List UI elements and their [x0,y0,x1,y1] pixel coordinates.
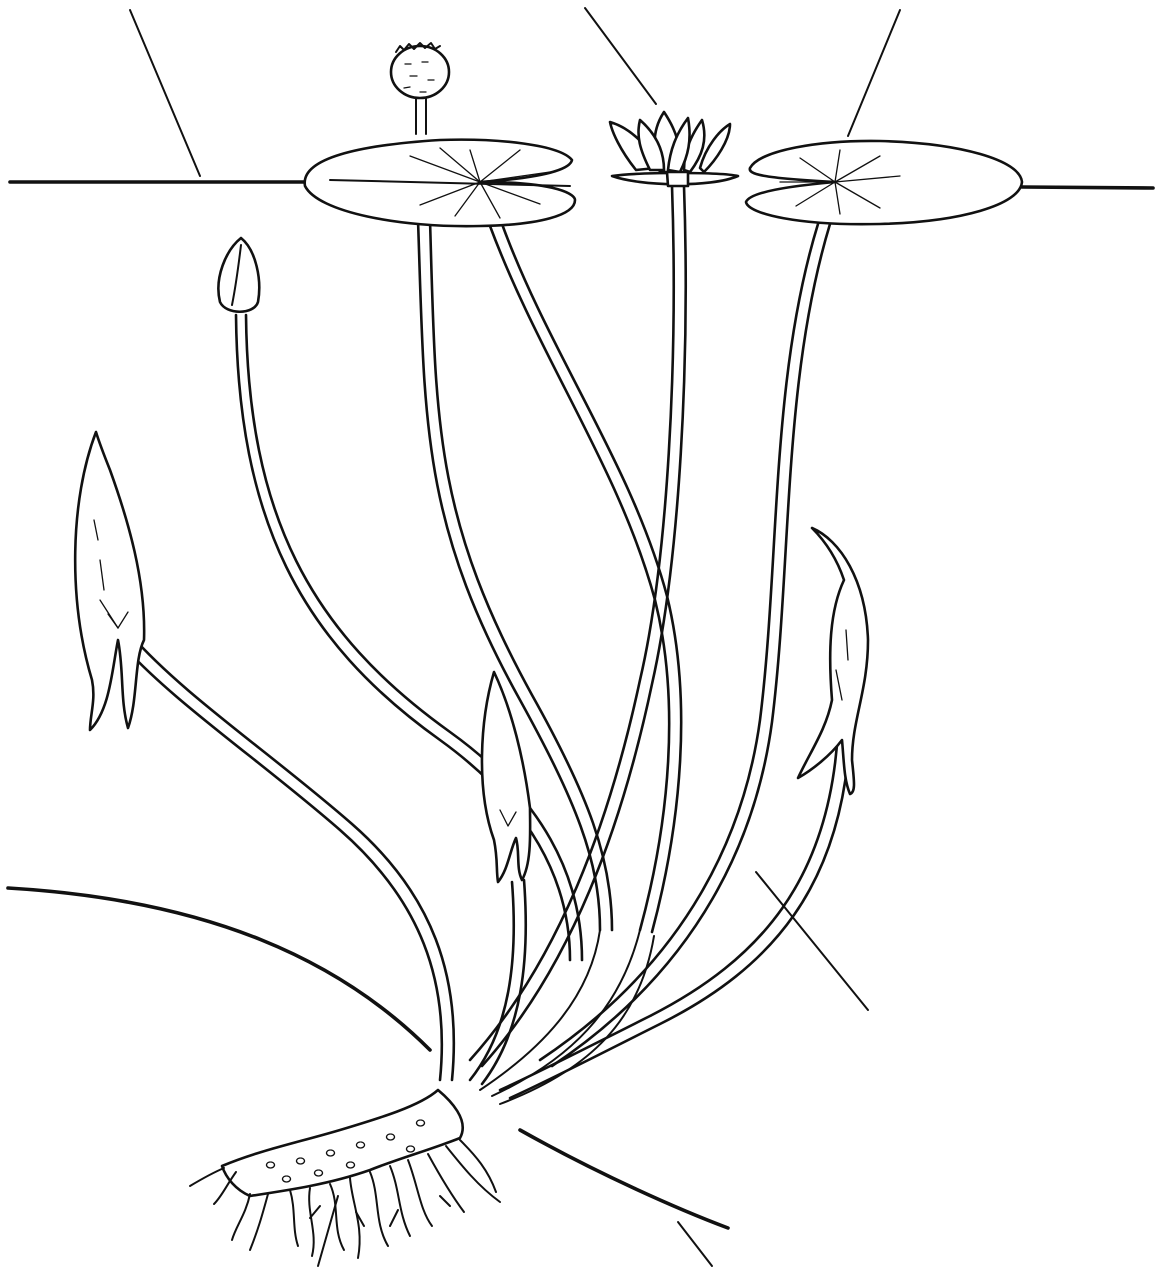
pond-bottom-line [8,888,728,1228]
submerged-leaf-left [75,432,144,730]
leader-line-flower [585,8,656,104]
leader-line-water-surface [130,10,200,176]
floating-leaf-left [305,140,575,227]
seed-pod [391,43,449,98]
flower-bud [218,238,259,312]
stalks [118,96,850,1104]
submerged-leaf-right [798,528,868,794]
leader-line-substrate [678,1222,712,1266]
floating-leaf-right [746,141,1022,224]
water-lily-flower [610,112,738,186]
rhizome [222,1090,463,1196]
leader-line-floating-leaf [848,10,900,136]
